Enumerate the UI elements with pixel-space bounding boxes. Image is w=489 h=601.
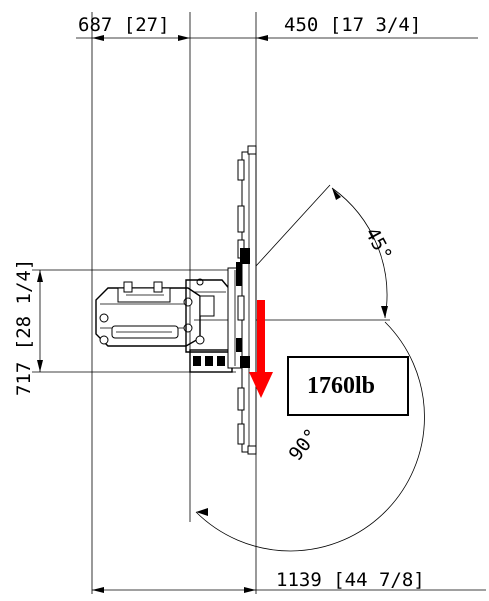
angle-lower-label: 90°	[285, 424, 323, 465]
load-label: 1760lb	[307, 373, 375, 399]
bottom-dimension: 1139 [44 7/8]	[276, 569, 425, 591]
left-vertical-dimension: 717 [28 1/4]	[13, 259, 35, 396]
top-dimension-lines	[76, 12, 478, 594]
rotation-arcs	[195, 184, 425, 552]
vacuum-pad-frame	[237, 145, 257, 455]
angle-upper-label: 45°	[361, 224, 397, 265]
top-left-dimension: 687 [27]	[78, 14, 170, 36]
lifting-arm-assembly	[95, 262, 244, 373]
load-label-box: 1760lb	[287, 356, 409, 416]
load-arrow	[249, 300, 273, 398]
bottom-dimension-lines	[92, 587, 486, 593]
top-right-dimension: 450 [17 3/4]	[284, 14, 421, 36]
